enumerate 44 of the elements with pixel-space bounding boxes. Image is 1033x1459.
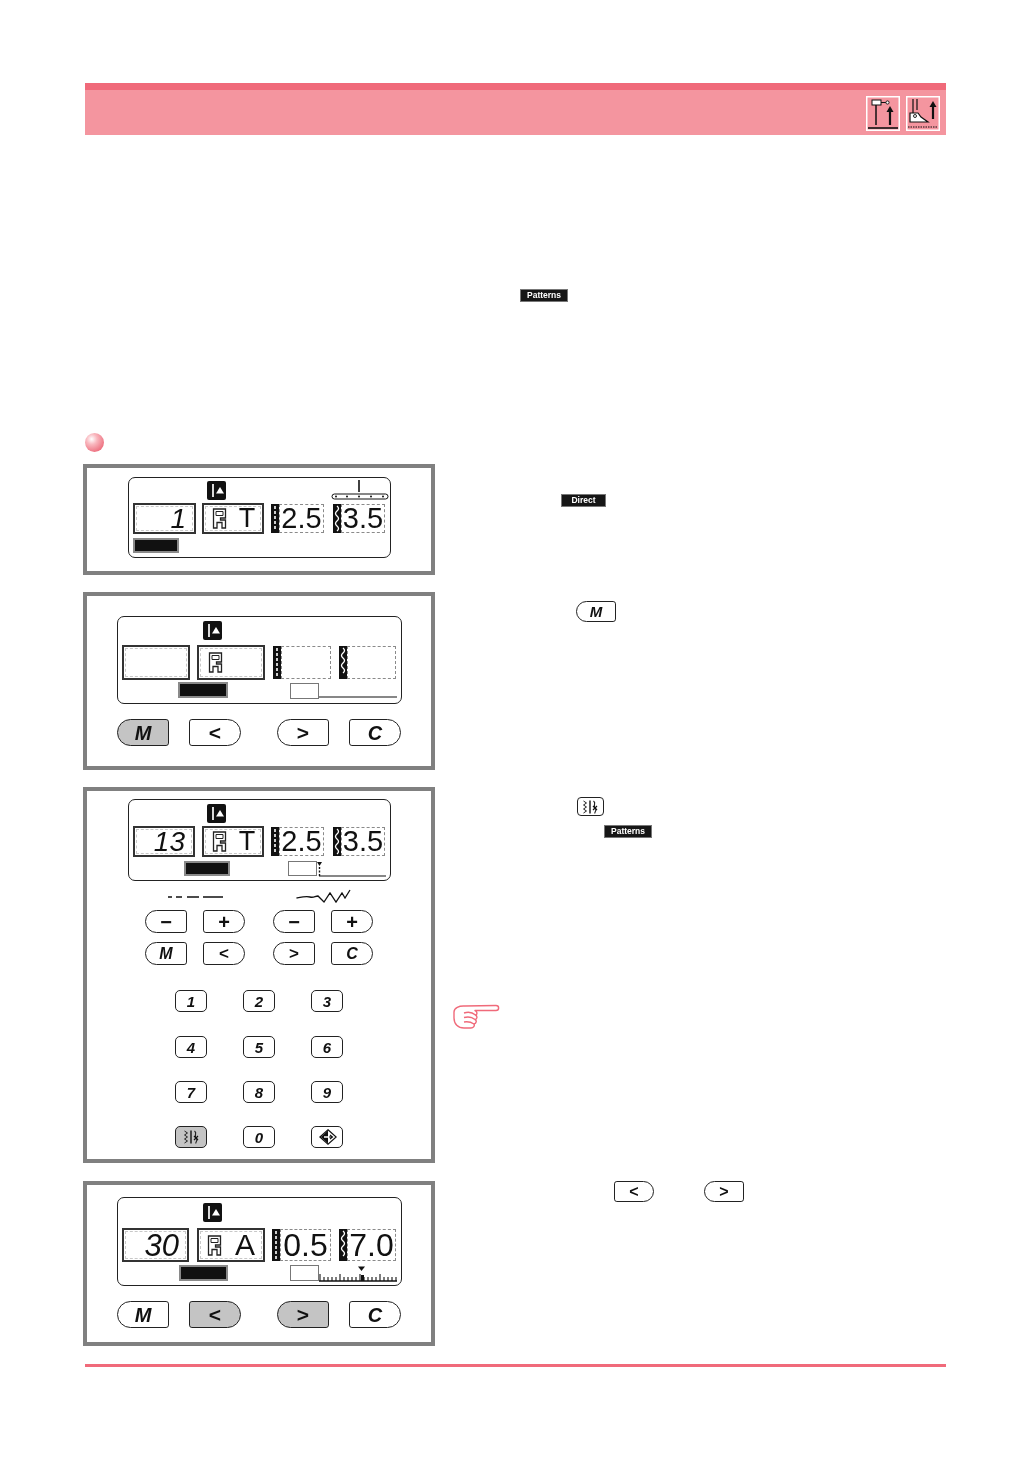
plus-button: + bbox=[203, 910, 245, 933]
m-button: M bbox=[117, 1301, 169, 1328]
number-button: 0 bbox=[243, 1126, 275, 1148]
pattern-number-display: 13 bbox=[133, 826, 195, 857]
number-button: 3 bbox=[311, 990, 343, 1012]
next-button: > bbox=[277, 1301, 329, 1328]
previous-button: < bbox=[189, 719, 241, 746]
number-button: 4 bbox=[175, 1036, 207, 1058]
pattern-number-display: 1 bbox=[133, 503, 196, 534]
clear-button: C bbox=[349, 719, 401, 746]
stitch-width-display: 3.5 bbox=[341, 504, 385, 533]
foot-code-letter: T bbox=[237, 505, 257, 532]
minus-button: − bbox=[273, 910, 315, 933]
foot-code-letter: T bbox=[237, 828, 257, 855]
number-button: 8 bbox=[243, 1081, 275, 1103]
number-button: 9 bbox=[311, 1081, 343, 1103]
softkey-label: Direct bbox=[561, 494, 606, 507]
m-button: M bbox=[145, 942, 187, 965]
stitch-width-display: 7.0 bbox=[347, 1229, 396, 1261]
m-button: M bbox=[576, 601, 616, 622]
number-button: 7 bbox=[175, 1081, 207, 1103]
previous-button: < bbox=[614, 1181, 654, 1202]
stitch-length-display: 2.5 bbox=[279, 504, 324, 533]
number-button: 1 bbox=[175, 990, 207, 1012]
m-button: M bbox=[117, 719, 169, 746]
stitch-length-display: 2.5 bbox=[279, 827, 324, 856]
clear-button: C bbox=[349, 1301, 401, 1328]
previous-button: < bbox=[203, 942, 245, 965]
next-button: > bbox=[273, 942, 315, 965]
foot-code-letter: A bbox=[234, 1230, 256, 1260]
next-button: > bbox=[704, 1181, 744, 1202]
clear-button: C bbox=[331, 942, 373, 965]
pattern-number-display: 30 bbox=[122, 1228, 189, 1262]
number-button: 5 bbox=[243, 1036, 275, 1058]
softkey-label: Patterns bbox=[604, 825, 652, 838]
plus-button: + bbox=[331, 910, 373, 933]
number-button: 6 bbox=[311, 1036, 343, 1058]
minus-button: − bbox=[145, 910, 187, 933]
stitch-length-display: 0.5 bbox=[280, 1229, 331, 1261]
next-button: > bbox=[277, 719, 329, 746]
softkey-label: Patterns bbox=[520, 289, 568, 302]
previous-button: < bbox=[189, 1301, 241, 1328]
stitch-width-display: 3.5 bbox=[341, 827, 385, 856]
number-button: 2 bbox=[243, 990, 275, 1012]
